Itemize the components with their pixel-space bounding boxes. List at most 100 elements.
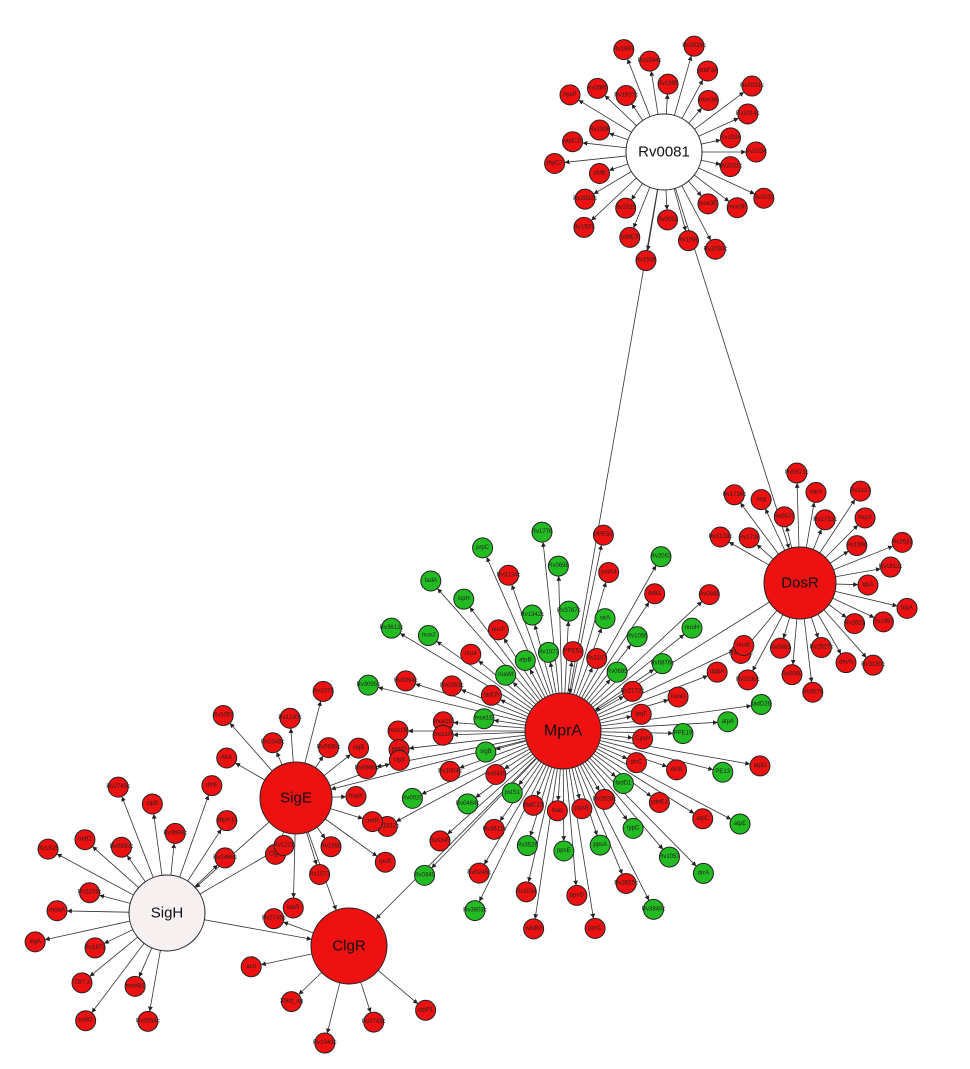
- rv0081-target-26[interactable]: Rv2031c: [740, 75, 764, 97]
- rv0081-target-28[interactable]: Rv1938: [720, 127, 742, 149]
- mpra-target-12[interactable]: ispH: [453, 588, 475, 610]
- rv0081-target-5[interactable]: Rv2030c: [704, 238, 728, 260]
- mpra-target-8[interactable]: nuoJ: [417, 625, 439, 647]
- mpra-target-71[interactable]: Rv0340: [414, 864, 436, 886]
- dosr-target-2[interactable]: Rv1736c: [722, 484, 746, 506]
- sigh-target-3[interactable]: TB7.3: [71, 972, 93, 994]
- mpra-target-4[interactable]: Rv3094c: [394, 670, 418, 692]
- dosr-target-1[interactable]: Rv1738: [738, 527, 760, 549]
- sigh-target-4[interactable]: Rv1873: [84, 937, 106, 959]
- sigh-target-6[interactable]: moaA: [46, 900, 68, 922]
- rv0081-target-17[interactable]: hycP: [559, 84, 581, 106]
- mpra-target-41[interactable]: PPE19: [672, 723, 694, 745]
- rv0081-target-6[interactable]: Rv1998: [677, 230, 699, 252]
- dosr-target-6[interactable]: narX: [805, 481, 827, 503]
- dosr-target-4[interactable]: Rv0570: [773, 506, 795, 528]
- mpra-target-21[interactable]: Rv3767c: [557, 600, 581, 622]
- sige-target-8[interactable]: hspX: [345, 786, 367, 808]
- sige-target-7[interactable]: clpX: [388, 749, 410, 771]
- dosr-target-11[interactable]: Rv2631: [891, 531, 913, 553]
- mpra-target-61[interactable]: ppsE: [553, 840, 575, 862]
- mpra-target-69[interactable]: Rv3611c: [483, 818, 506, 840]
- dosr-target-13[interactable]: tgs1: [857, 574, 879, 596]
- dosr-target-12[interactable]: Rv1812c: [879, 556, 903, 578]
- sige-target-0[interactable]: htrA: [216, 747, 238, 769]
- mpra-target-14[interactable]: atpB: [514, 649, 536, 671]
- mpra-target-33[interactable]: Rv0876c: [650, 653, 674, 675]
- sigh-target-15[interactable]: ahpA12: [216, 810, 238, 832]
- sigh-target-7[interactable]: Rv2203c: [78, 882, 102, 904]
- sigh-target-9[interactable]: trxB1: [74, 829, 96, 851]
- mpra-target-45[interactable]: drrB: [666, 759, 688, 781]
- rv0081-target-11[interactable]: Rv1937: [573, 216, 595, 238]
- hub-sige[interactable]: SigE: [259, 761, 333, 835]
- mpra-target-68[interactable]: Rv0248c: [467, 862, 491, 884]
- mpra-target-56[interactable]: Rv2625c: [614, 872, 638, 894]
- dosr-target-18[interactable]: devS: [835, 652, 857, 674]
- mpra-target-47[interactable]: atpE: [729, 813, 751, 835]
- rv0081-target-3[interactable]: mce3F: [726, 197, 748, 219]
- mpra-target-18[interactable]: Rv1073: [537, 641, 559, 663]
- mpra-target-62[interactable]: mas: [546, 800, 568, 822]
- mpra-target-38[interactable]: lpqF: [630, 703, 652, 725]
- mpra-target-17[interactable]: Rv1342c: [520, 604, 544, 626]
- sige-target-9[interactable]: mrfR: [361, 811, 383, 833]
- clgr-target-5[interactable]: Rv2745c: [262, 908, 286, 930]
- mpra-target-27[interactable]: Rv2063: [650, 546, 672, 568]
- clgr-target-0[interactable]: clpP1: [415, 999, 437, 1021]
- sigh-target-0[interactable]: Rv3054c: [136, 1010, 160, 1032]
- sigh-target-10[interactable]: Rv0992c: [110, 836, 134, 858]
- mpra-target-67[interactable]: Rv3803c: [463, 900, 487, 922]
- mpra-target-5[interactable]: Rv0263c: [440, 675, 464, 697]
- dosr-target-15[interactable]: Rv1997: [872, 611, 894, 633]
- dosr-target-8[interactable]: Rv3127: [849, 480, 871, 502]
- mpra-target-30[interactable]: Rv0695: [606, 661, 628, 683]
- rv0081-target-16[interactable]: Rv1996: [589, 119, 611, 141]
- mpra-target-48[interactable]: atpC: [692, 808, 714, 830]
- mpra-target-35[interactable]: nuoE: [733, 635, 755, 657]
- mpra-target-49[interactable]: ydeE1: [648, 791, 670, 813]
- mpra-target-51[interactable]: drrA: [692, 862, 714, 884]
- rv0081-target-15[interactable]: vapC20: [562, 131, 584, 153]
- mpra-target-26[interactable]: Rv1157: [586, 647, 608, 669]
- mpra-target-57[interactable]: ppsA: [589, 834, 611, 856]
- mpra-target-13[interactable]: nuoF: [487, 619, 509, 641]
- rv0081-target-12[interactable]: Rv2033c: [573, 188, 597, 210]
- hub-sigh[interactable]: SigH: [128, 874, 206, 952]
- mpra-target-74[interactable]: Rv0449: [485, 763, 507, 785]
- mpra-target-42[interactable]: CysH: [632, 728, 654, 750]
- sigh-target-16[interactable]: Rv2466c: [213, 847, 237, 869]
- mpra-target-29[interactable]: Rv1056: [626, 626, 648, 648]
- mpra-target-72[interactable]: Rv0345: [429, 830, 451, 852]
- mpra-target-58[interactable]: ppsB: [571, 798, 593, 820]
- dosr-target-20[interactable]: Rv0079: [802, 681, 824, 703]
- mpra-target-34[interactable]: Rv2172c: [621, 680, 645, 702]
- rv0081-target-9[interactable]: ydbE3: [619, 226, 641, 248]
- mpra-target-15[interactable]: prpC: [472, 537, 494, 559]
- mpra-target-3[interactable]: Rv3095c: [356, 674, 380, 696]
- rv0081-target-14[interactable]: rhyC2: [544, 152, 566, 174]
- rv0081-target-13[interactable]: ufdB: [588, 162, 610, 184]
- sige-target-1[interactable]: Rv1057: [212, 705, 234, 727]
- mpra-target-60[interactable]: ppsD: [566, 884, 588, 906]
- clgr-target-3[interactable]: 35kd_ag: [280, 991, 303, 1013]
- dosr-target-5[interactable]: Rv0571c: [785, 462, 809, 484]
- mpra-target-40[interactable]: atpA: [717, 711, 739, 733]
- sige-target-13[interactable]: ideR: [282, 897, 304, 919]
- mpra-target-9[interactable]: nuoI: [460, 643, 482, 665]
- sige-target-5[interactable]: Rv0990c: [317, 737, 341, 759]
- mpra-target-73[interactable]: Rv0464c: [456, 793, 480, 815]
- mpra-target-79[interactable]: Rv0990c: [355, 758, 379, 780]
- sigh-target-8[interactable]: Rv1825: [37, 838, 59, 860]
- hub-clgr[interactable]: ClgR: [310, 907, 388, 985]
- sige-target-6[interactable]: sigB: [348, 737, 370, 759]
- sigh-target-17[interactable]: Rv1221: [273, 835, 295, 856]
- dosr-target-0[interactable]: Rv3133c: [708, 526, 732, 548]
- rv0081-target-23[interactable]: Rv2028c: [682, 35, 706, 57]
- sigh-target-11[interactable]: Rv2745c: [106, 776, 130, 798]
- hub-rv0081[interactable]: Rv0081: [625, 113, 703, 191]
- mpra-target-39[interactable]: fadD26: [750, 693, 772, 715]
- rv0081-target-21[interactable]: Rv1994c: [638, 50, 662, 72]
- mpra-target-55[interactable]: Rv3840c: [642, 898, 666, 920]
- mpra-target-63[interactable]: whiB2: [523, 918, 545, 940]
